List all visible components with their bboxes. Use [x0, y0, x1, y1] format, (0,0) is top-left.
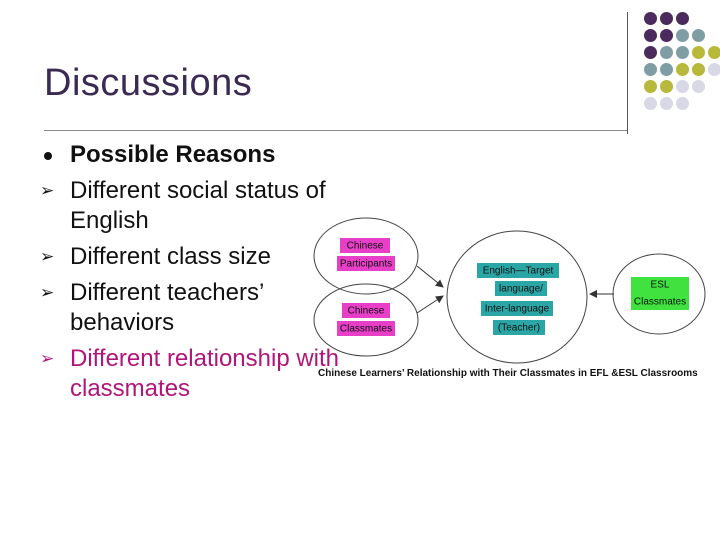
arrow-classmates-to-center [416, 295, 444, 314]
decorative-vertical-rule [627, 12, 628, 134]
decorative-dot [660, 29, 673, 42]
center-tag-line-1: English—Target [483, 266, 554, 277]
decorative-dot [660, 63, 673, 76]
decorative-dot [692, 80, 705, 93]
center-tag-line-2: language/ [499, 284, 543, 295]
bullet-marker: ➢ [40, 247, 55, 266]
decorative-dot [708, 63, 720, 76]
bullet-text: Different social status of English [70, 177, 326, 234]
participants-tag-box-2 [337, 256, 395, 271]
decorative-dot [644, 29, 657, 42]
decorative-dot [692, 63, 705, 76]
title-underline [44, 130, 628, 131]
decorative-dot [676, 29, 689, 42]
classmates-tag-line-1: Chinese [348, 306, 385, 317]
participants-tag-box-1 [340, 238, 390, 253]
bullet-item: Possible Reasons [40, 140, 340, 170]
bullet-text: Different class size [70, 243, 271, 270]
center-tag-box-3 [481, 301, 553, 316]
decorative-dot [660, 12, 673, 25]
esl-tag-line-1: ESL [651, 280, 670, 291]
bullet-item: ➢ Different class size [40, 242, 340, 272]
bullet-list: Possible Reasons ➢ Different social stat… [40, 140, 340, 410]
decorative-dot [644, 63, 657, 76]
bullet-marker: ➢ [40, 181, 55, 200]
bullet-item: ➢ Different social status of English [40, 176, 340, 236]
decorative-dot [676, 97, 689, 110]
slide-title: Discussions [44, 62, 253, 104]
esl-tag-box [631, 277, 689, 310]
bullet-item: ➢ Different relationship with classmates [40, 344, 340, 404]
participants-tag-line-2: Participants [340, 259, 392, 270]
decorative-dot [676, 80, 689, 93]
bullet-item: ➢ Different teachers’ behaviors [40, 278, 340, 338]
bullet-marker: ➢ [40, 349, 55, 368]
diagram-caption: Chinese Learners’ Relationship with Thei… [318, 368, 698, 379]
center-tag-box-2 [495, 281, 547, 296]
decorative-dot [676, 12, 689, 25]
decorative-dot [644, 97, 657, 110]
decorative-dot [660, 80, 673, 93]
bullet-text: Different relationship with classmates [70, 345, 340, 402]
decorative-dot [660, 46, 673, 59]
decorative-dot [708, 46, 720, 59]
decorative-dot [644, 46, 657, 59]
decorative-dot [692, 29, 705, 42]
decorative-dot [676, 63, 689, 76]
center-circle [446, 230, 588, 364]
center-tag-line-3: Inter-language [485, 304, 550, 315]
decorative-dot [676, 46, 689, 59]
classmates-tag-box-1 [342, 303, 390, 318]
classmates-tag-line-2: Classmates [340, 324, 392, 335]
center-tag-line-4: (Teacher) [498, 323, 540, 334]
bullet-text: Possible Reasons [70, 141, 276, 168]
esl-tag-line-2: Classmates [634, 297, 686, 308]
bullet-marker: ➢ [40, 283, 55, 302]
center-tag-box-4 [493, 320, 545, 335]
center-tag-box-1 [477, 263, 559, 278]
decorative-dot [644, 12, 657, 25]
classmates-tag-box-2 [337, 321, 395, 336]
decorative-dot [660, 97, 673, 110]
participants-circle [313, 217, 419, 295]
bullet-text: Different teachers’ behaviors [70, 279, 264, 336]
participants-tag-line-1: Chinese [347, 241, 384, 252]
arrow-participants-to-center [416, 265, 444, 288]
decorative-dot [644, 80, 657, 93]
decorative-dot [692, 46, 705, 59]
classmates-circle [313, 283, 419, 357]
